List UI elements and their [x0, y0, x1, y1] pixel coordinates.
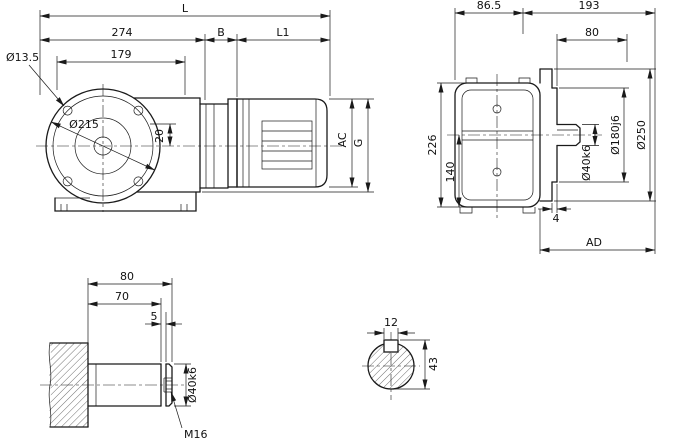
shaft-detail-linework — [40, 342, 184, 428]
dim-L-label: L — [182, 2, 189, 15]
motor-flange — [227, 98, 238, 188]
dim-AD-label: AD — [586, 236, 602, 249]
dim-80-label: 80 — [585, 26, 599, 39]
side-view-dimensions: L 274 B L1 179 Ø13.5 Ø215 20 — [6, 2, 374, 193]
dim-shaft-dia-label: Ø40k6 — [186, 367, 199, 403]
key-section-view: 12 43 — [362, 316, 440, 400]
dim-86-5-label: 86.5 — [477, 0, 502, 12]
dim-20-label: 20 — [153, 129, 166, 143]
front-view-linework — [447, 68, 602, 220]
key-section-linework — [362, 332, 420, 400]
bolt-hole — [133, 105, 144, 116]
oil-plug — [492, 167, 502, 177]
bolt-hole — [62, 105, 73, 116]
dim-179-label: 179 — [111, 48, 132, 61]
dim-flange-dia-label: Ø250 — [635, 120, 648, 150]
flange-circle — [45, 88, 161, 204]
hatched-wall — [49, 343, 88, 427]
dim-thread-label: M16 — [184, 428, 208, 441]
dim-spigot-dia-label: Ø180j6 — [609, 115, 622, 155]
bolt-hole — [62, 176, 73, 187]
motor-stator — [261, 120, 313, 170]
dim-4-label: 4 — [553, 212, 560, 225]
dim-flange-dia-label: Ø215 — [69, 118, 99, 131]
side-view: L 274 B L1 179 Ø13.5 Ø215 20 — [6, 2, 374, 212]
dim-shaft-dia-label: Ø40k6 — [580, 145, 593, 181]
side-view-linework — [36, 84, 344, 212]
dim-274-label: 274 — [112, 26, 133, 39]
shaft-detail-view: 80 70 5 Ø40k6 M16 — [40, 270, 208, 441]
key-section-dimensions: 12 43 — [367, 316, 440, 390]
mounting-foot — [54, 191, 197, 212]
motor-body — [236, 98, 328, 188]
output-shaft — [556, 123, 581, 147]
oil-plug — [492, 104, 502, 114]
shaft-detail-dimensions: 80 70 5 Ø40k6 M16 — [87, 270, 208, 441]
housing-outline — [454, 82, 541, 208]
dim-AC-label: AC — [336, 132, 349, 147]
dim-226-label: 226 — [426, 135, 439, 156]
dim-key-width-label: 12 — [384, 316, 398, 329]
dim-43-label: 43 — [427, 357, 440, 371]
dim-193-label: 193 — [579, 0, 600, 12]
dim-140-label: 140 — [444, 162, 457, 183]
dim-hole-dia-label: Ø13.5 — [6, 51, 39, 64]
key — [383, 339, 399, 353]
dim-80-label: 80 — [120, 270, 134, 283]
front-view-dimensions: 86.5 193 80 226 140 Ø40k6 Ø180j6 Ø250 — [426, 0, 656, 254]
dim-5-label: 5 — [151, 310, 158, 323]
front-view: 86.5 193 80 226 140 Ø40k6 Ø180j6 Ø250 — [426, 0, 656, 254]
bolt-hole — [133, 176, 144, 187]
dim-L1-label: L1 — [276, 26, 289, 39]
dim-B-label: B — [217, 26, 225, 39]
dim-70-label: 70 — [115, 290, 129, 303]
dim-G-label: G — [352, 139, 365, 148]
